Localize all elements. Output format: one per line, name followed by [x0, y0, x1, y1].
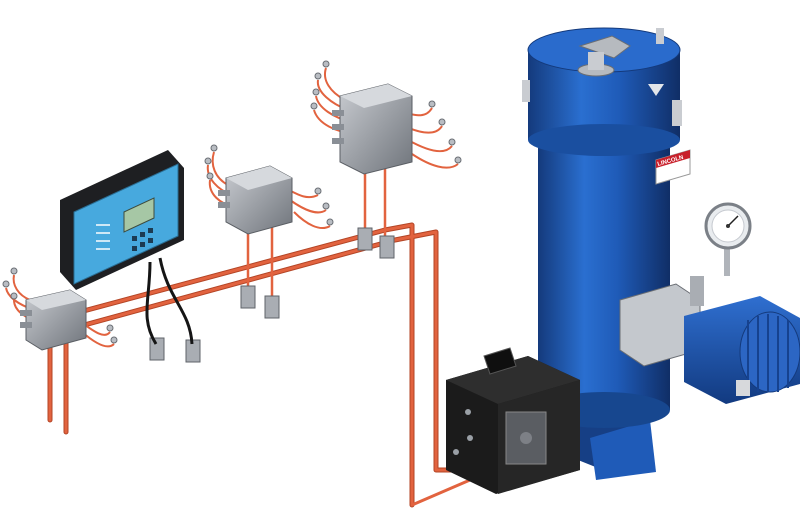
- tee-connectors: [149, 227, 395, 363]
- brand-badge: LINCOLN: [655, 149, 691, 185]
- black-pump-housing: [446, 347, 580, 494]
- divider-valve-middle: [218, 165, 293, 235]
- controller-buttons: [132, 228, 153, 251]
- grease-reservoir-tank: LINCOLN: [522, 27, 691, 480]
- electric-motor: [684, 296, 800, 404]
- grease-fittings: [2, 60, 462, 344]
- pressure-gauge-icon: [704, 202, 752, 276]
- warning-triangle-icon: [648, 84, 664, 96]
- divider-valve-left: [20, 289, 87, 351]
- divider-valve-right: [332, 83, 413, 175]
- control-unit: [60, 150, 194, 345]
